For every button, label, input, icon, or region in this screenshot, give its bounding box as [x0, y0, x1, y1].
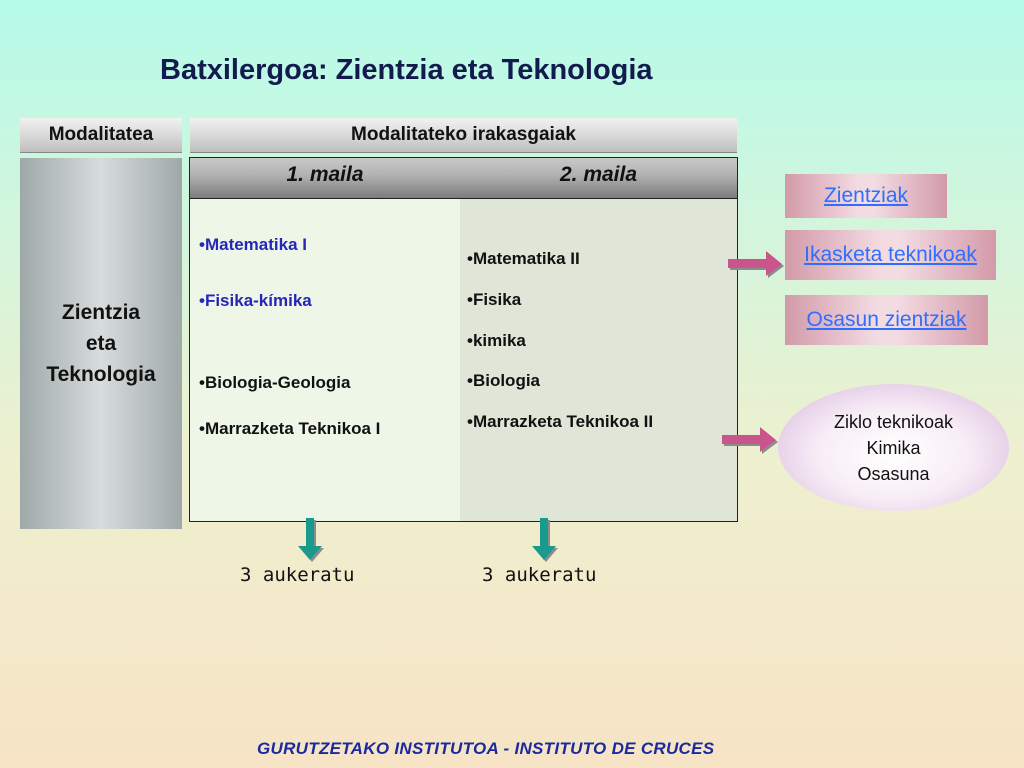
level-2-subject: Biologia	[467, 371, 540, 391]
level-1-header: 1. maila	[286, 163, 364, 186]
choose-label-level-2: 3 aukeratu	[482, 564, 597, 586]
modality-name: Zientzia eta Teknologia	[36, 297, 166, 390]
vocational-cycles-ellipse: Ziklo teknikoak Kimika Osasuna	[778, 384, 1009, 511]
level-2-subject: Fisika	[467, 290, 521, 310]
modality-name-line-1: Zientzia	[61, 301, 141, 324]
subjects-table: 1. maila 2. maila Matematika I Fisika-kí…	[189, 157, 738, 522]
page-title: Batxilergoa: Zientzia eta Teknologia	[160, 54, 653, 86]
osasun-zientziak-link[interactable]: Osasun zientziak	[785, 295, 988, 345]
vocational-line-1: Ziklo teknikoak	[833, 411, 954, 432]
zientziak-link[interactable]: Zientziak	[785, 174, 947, 218]
arrow-down-icon	[532, 518, 558, 562]
level-2-subject: kimika	[467, 331, 526, 351]
modality-name-line-3: Teknologia	[46, 363, 156, 386]
arrow-down-icon	[298, 518, 324, 562]
vocational-line-2: Kimika	[866, 437, 921, 458]
level-2-subject: Marrazketa Teknikoa II	[467, 412, 653, 432]
vocational-line-3: Osasuna	[857, 463, 930, 484]
ikasketa-teknikoak-link[interactable]: Ikasketa teknikoak	[785, 230, 996, 280]
level-1-subject: Marrazketa Teknikoa I	[199, 419, 380, 439]
header-modality-subjects: Modalitateko irakasgaiak	[190, 118, 737, 152]
footer-school-name: GURUTZETAKO INSTITUTOA - INSTITUTO DE CR…	[257, 739, 715, 758]
arrow-right-icon	[728, 251, 784, 278]
arrow-right-icon	[722, 427, 778, 454]
level-2-column: Matematika II Fisika kimika Biologia Mar…	[460, 199, 737, 521]
header-modality: Modalitatea	[20, 118, 182, 152]
levels-header-row: 1. maila 2. maila	[190, 158, 737, 199]
modality-box: Zientzia eta Teknologia	[20, 158, 182, 529]
level-2-header: 2. maila	[559, 163, 638, 186]
level-1-subject: Biologia-Geologia	[199, 373, 350, 393]
level-1-subject: Matematika I	[199, 235, 307, 255]
level-2-subject: Matematika II	[467, 249, 580, 269]
level-1-subject: Fisika-kímika	[199, 291, 312, 311]
choose-label-level-1: 3 aukeratu	[240, 564, 355, 586]
modality-name-line-2: eta	[85, 332, 117, 355]
level-1-column: Matematika I Fisika-kímika Biologia-Geol…	[190, 199, 460, 521]
